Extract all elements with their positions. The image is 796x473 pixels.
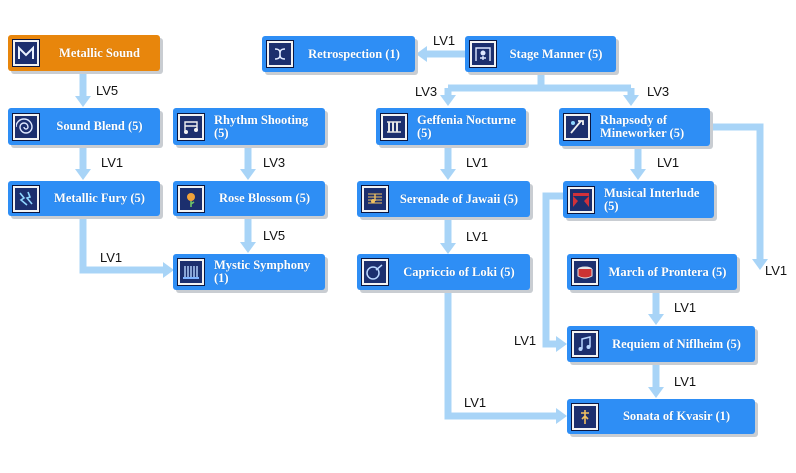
level-requirement-label: LV1 — [464, 395, 487, 410]
arrowhead — [75, 96, 91, 107]
arrowhead — [556, 408, 567, 424]
level-requirement-label: LV1 — [101, 155, 124, 170]
arrowhead — [648, 387, 664, 398]
rhythm-shooting-icon — [177, 112, 205, 141]
level-requirement-label: LV1 — [674, 300, 697, 315]
level-requirement-label: LV1 — [765, 263, 788, 278]
skill-serenade-of-jawaii[interactable]: Serenade of Jawaii (5) — [357, 181, 530, 217]
musical-interlude-icon — [567, 185, 595, 214]
skill-label: March of Prontera (5) — [608, 264, 727, 279]
skill-retrospection[interactable]: Retrospection (1) — [262, 36, 415, 72]
level-requirement-label: LV5 — [96, 83, 119, 98]
skill-label: Rose Blossom (5) — [219, 191, 310, 205]
arrowhead — [440, 95, 456, 106]
arrowhead — [623, 95, 639, 106]
skill-rhapsody-of-mineworker[interactable]: Rhapsody of Mineworker (5) — [559, 108, 710, 146]
arrowhead — [75, 169, 91, 180]
skill-label: Metallic Fury (5) — [54, 191, 145, 205]
skill-label: Geffenia Nocturne (5) — [417, 112, 516, 140]
skill-rose-blossom[interactable]: Rose Blossom (5) — [173, 181, 325, 216]
sound-blend-icon — [12, 112, 40, 141]
skill-metallic-sound[interactable]: Metallic Sound — [8, 35, 160, 71]
connector-fury-to-mystic — [79, 217, 163, 274]
skill-label: Metallic Sound — [59, 45, 140, 60]
metallic-fury-icon — [12, 184, 40, 213]
march-icon — [571, 258, 599, 286]
level-requirement-label: LV1 — [433, 33, 456, 48]
geffenia-nocturne-icon — [380, 112, 408, 141]
level-requirement-label: LV1 — [466, 155, 489, 170]
skill-march-of-prontera[interactable]: March of Prontera (5) — [567, 254, 737, 290]
serenade-icon — [361, 185, 389, 213]
arrowhead — [440, 169, 456, 180]
skill-label: Stage Manner (5) — [509, 46, 603, 61]
skill-label: Rhythm Shooting (5) — [214, 112, 309, 140]
mystic-symphony-icon — [177, 258, 205, 286]
skill-label: Serenade of Jawaii (5) — [399, 191, 519, 206]
connector-rhapsody-to-march — [710, 123, 764, 259]
skill-requiem-of-niflheim[interactable]: Requiem of Niflheim (5) — [567, 326, 755, 362]
arrowhead — [440, 243, 456, 254]
skill-label: Musical Interlude (5) — [604, 185, 700, 213]
skill-label: Requiem of Niflheim (5) — [612, 336, 741, 351]
level-requirement-label: LV3 — [415, 84, 438, 99]
level-requirement-label: LV1 — [100, 250, 123, 265]
skill-label: Sonata of Kvasir (1) — [622, 409, 731, 423]
arrowhead — [648, 314, 664, 325]
arrowhead — [240, 242, 256, 253]
skill-sound-blend[interactable]: Sound Blend (5) — [8, 108, 160, 145]
skill-label: Rhapsody of Mineworker (5) — [600, 113, 685, 140]
retrospection-icon — [266, 40, 294, 68]
arrowhead — [630, 169, 646, 180]
arrowhead — [240, 169, 256, 180]
arrowhead — [416, 46, 427, 62]
rose-blossom-icon — [177, 184, 205, 213]
metallic-sound-icon — [12, 39, 40, 67]
sonata-icon — [571, 402, 599, 431]
arrowhead — [556, 336, 567, 352]
skill-mystic-symphony[interactable]: Mystic Symphony (1) — [173, 254, 325, 290]
level-requirement-label: LV1 — [674, 374, 697, 389]
requiem-icon — [571, 330, 599, 358]
level-requirement-label: LV3 — [647, 84, 670, 99]
skill-geffenia-nocturne[interactable]: Geffenia Nocturne (5) — [376, 108, 526, 145]
skill-stage-manner[interactable]: Stage Manner (5) — [465, 36, 616, 72]
skill-sonata-of-kvasir[interactable]: Sonata of Kvasir (1) — [567, 399, 755, 434]
stage-manner-icon — [469, 40, 497, 68]
skill-rhythm-shooting[interactable]: Rhythm Shooting (5) — [173, 108, 325, 145]
skill-label: Capriccio of Loki (5) — [403, 264, 515, 279]
level-requirement-label: LV3 — [263, 155, 286, 170]
level-requirement-label: LV1 — [466, 229, 489, 244]
level-requirement-label: LV1 — [657, 155, 680, 170]
skill-label: Sound Blend (5) — [56, 119, 143, 133]
rhapsody-icon — [563, 113, 591, 141]
connector-stage-split — [444, 71, 635, 95]
skill-musical-interlude[interactable]: Musical Interlude (5) — [563, 181, 714, 218]
skill-label: Retrospection (1) — [308, 46, 400, 61]
level-requirement-label: LV1 — [514, 333, 537, 348]
skill-label: Mystic Symphony (1) — [214, 258, 311, 285]
level-requirement-label: LV5 — [263, 228, 286, 243]
connector-interlude-to-requiem — [542, 192, 563, 348]
skill-capriccio-of-loki[interactable]: Capriccio of Loki (5) — [357, 254, 530, 290]
skill-metallic-fury[interactable]: Metallic Fury (5) — [8, 181, 160, 216]
capriccio-icon — [361, 258, 389, 286]
